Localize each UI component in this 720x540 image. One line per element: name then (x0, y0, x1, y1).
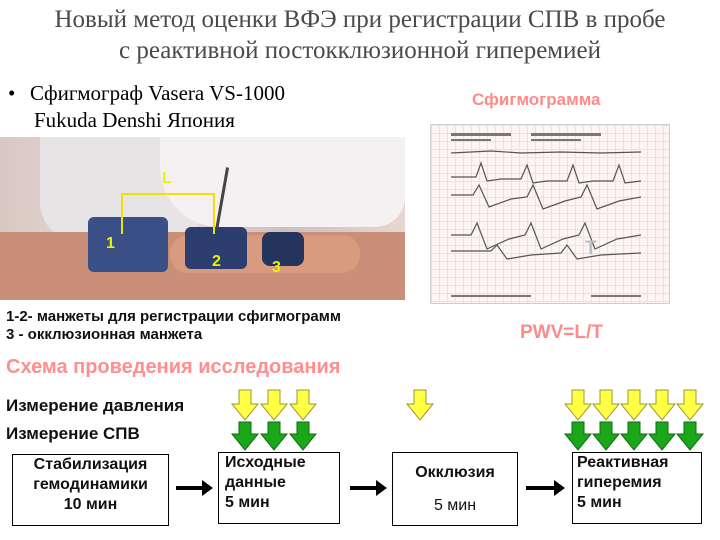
pressure-arrow (620, 389, 648, 421)
schema-title: Схема проведения исследования (6, 356, 341, 378)
stage-occlusion-duration: 5 мин (433, 497, 477, 514)
device-bullet: • Сфигмограф Vasera VS-1000 Fukuda Denshi… (8, 80, 285, 134)
distance-bracket (121, 193, 215, 234)
stage-stabilization: Стабилизация гемодинамики 10 мин (12, 454, 169, 526)
sphygmogram-printout (430, 124, 670, 304)
title-line-2: с реактивной постокклюзионной гиперемией (119, 37, 601, 64)
pwv-arrow (564, 421, 592, 451)
pressure-arrow (648, 389, 676, 421)
pwv-arrow (648, 421, 676, 451)
pressure-arrow (676, 389, 704, 421)
stage-baseline-duration: 5 мин (225, 494, 270, 511)
label-cuff-3: 3 (272, 259, 281, 276)
label-L: L (162, 170, 172, 187)
pwv-arrow (620, 421, 648, 451)
flow-arrow-1-head (202, 480, 213, 496)
stage-reactive-hyperemia: Реактивная гиперемия 5 мин (572, 452, 702, 524)
cuff-caption-line-1: 1-2- манжеты для регистрации сфигмограмм (6, 308, 341, 325)
cuff-caption-line-2: 3 - окклюзионная манжета (6, 326, 203, 343)
flow-arrow-3 (526, 486, 556, 490)
sphygmogram-label: Сфигмограмма (472, 90, 601, 109)
title-line-1: Новый метод оценки ВФЭ при регистрации С… (54, 6, 666, 33)
stage-stabilization-duration: 10 мин (63, 496, 118, 513)
row-label-pwv: Измерение СПВ (6, 424, 140, 443)
stage-occlusion-line-1: Окклюзия (415, 464, 495, 481)
pwv-arrow (231, 421, 259, 451)
stage-stabilization-line-1: Стабилизация (33, 456, 148, 473)
device-name: Сфигмограф Vasera VS-1000 (30, 81, 285, 105)
stage-occlusion: Окклюзия 5 мин (392, 452, 518, 526)
stage-stabilization-line-2: гемодинамики (33, 476, 148, 493)
pressure-arrow (231, 389, 259, 421)
pressure-arrow (592, 389, 620, 421)
device-manufacturer: Fukuda Denshi Япония (34, 108, 235, 132)
pwv-arrow (676, 421, 704, 451)
pwv-formula: PWV=L/T (520, 322, 603, 343)
pwv-arrow (260, 421, 288, 451)
flow-arrow-1 (176, 486, 204, 490)
pwv-arrow (592, 421, 620, 451)
arm-cuff-photo: L 1 2 3 (0, 137, 405, 300)
time-marker-T: T (585, 238, 597, 259)
stage-hyperemia-duration: 5 мин (577, 494, 622, 511)
cuff-1 (88, 217, 168, 272)
sphygmogram-waves (450, 133, 642, 297)
bullet-dot: • (8, 81, 16, 105)
cuff-caption: 1-2- манжеты для регистрации сфигмограмм… (6, 308, 341, 344)
pressure-arrow (260, 389, 288, 421)
pressure-arrow (564, 389, 592, 421)
flow-arrow-3-head (554, 480, 565, 496)
pressure-arrow (289, 389, 317, 421)
flow-arrow-2-head (376, 480, 387, 496)
ecg-grid (431, 125, 669, 303)
pwv-arrow (289, 421, 317, 451)
stage-baseline-line-2: данные (225, 474, 286, 491)
label-cuff-1: 1 (106, 235, 115, 252)
row-label-pressure: Измерение давления (6, 396, 185, 415)
stage-hyperemia-line-1: Реактивная (577, 454, 669, 471)
stage-baseline-line-1: Исходные (225, 454, 306, 471)
label-cuff-2: 2 (212, 253, 221, 270)
photo-pillow (160, 137, 405, 227)
flow-arrow-2 (350, 486, 378, 490)
cuff-2 (185, 227, 247, 269)
stage-hyperemia-line-2: гиперемия (577, 474, 662, 491)
slide-title: Новый метод оценки ВФЭ при регистрации С… (0, 4, 720, 66)
pressure-arrow (406, 389, 434, 421)
cuff-3 (262, 232, 304, 266)
stage-baseline: Исходные данные 5 мин (218, 452, 340, 524)
